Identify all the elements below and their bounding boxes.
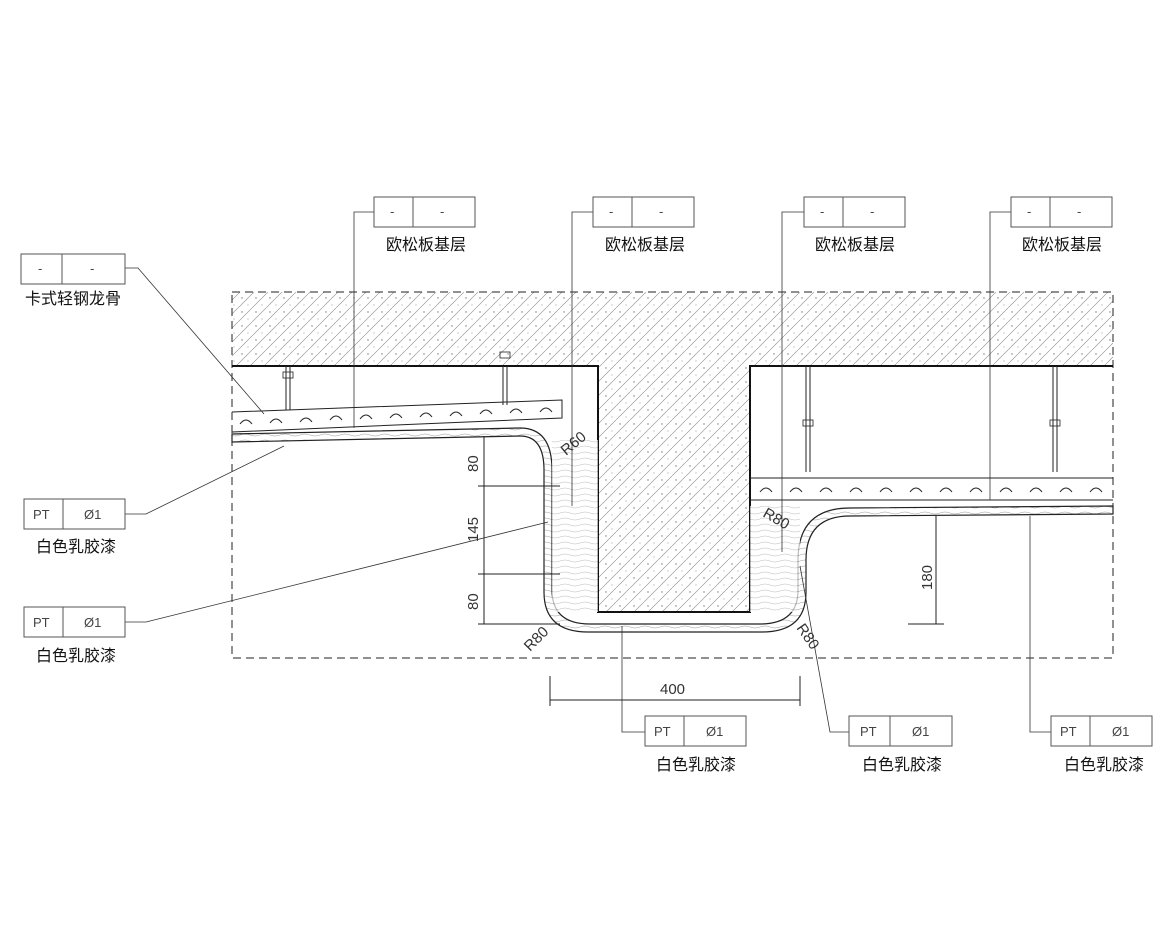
svg-text:白色乳胶漆: 白色乳胶漆 xyxy=(1064,755,1144,774)
svg-text:PT: PT xyxy=(1060,724,1077,739)
svg-text:-: - xyxy=(659,204,663,219)
dim-400: 400 xyxy=(660,681,685,698)
svg-text:PT: PT xyxy=(33,507,50,522)
svg-text:Ø1: Ø1 xyxy=(84,615,101,630)
svg-text:白色乳胶漆: 白色乳胶漆 xyxy=(862,755,942,774)
tag-paint-1: PT Ø1 白色乳胶漆 xyxy=(23,498,126,556)
svg-text:欧松板基层: 欧松板基层 xyxy=(605,235,685,254)
ceiling-board-left xyxy=(231,427,1114,633)
svg-text:Ø1: Ø1 xyxy=(912,724,929,739)
dim-145: 145 xyxy=(465,517,482,542)
concrete-slab xyxy=(231,291,1114,659)
svg-text:-: - xyxy=(820,204,824,219)
tag-paint-5: PT Ø1 白色乳胶漆 xyxy=(1050,715,1153,774)
tag-keel: - - 卡式轻钢龙骨 xyxy=(20,253,126,308)
svg-text:Ø1: Ø1 xyxy=(84,507,101,522)
tag-paint-4: PT Ø1 白色乳胶漆 xyxy=(848,715,953,774)
svg-text:-: - xyxy=(38,261,42,276)
svg-text:欧松板基层: 欧松板基层 xyxy=(815,235,895,254)
tag-osb-2: - - 欧松板基层 xyxy=(592,196,695,254)
svg-text:欧松板基层: 欧松板基层 xyxy=(1022,235,1102,254)
svg-text:Ø1: Ø1 xyxy=(1112,724,1129,739)
svg-text:Ø1: Ø1 xyxy=(706,724,723,739)
tag-paint-2: PT Ø1 白色乳胶漆 xyxy=(23,606,126,665)
keel-right xyxy=(750,477,1113,501)
dim-180: 180 xyxy=(919,565,936,590)
svg-text:-: - xyxy=(440,204,444,219)
svg-text:-: - xyxy=(1027,204,1031,219)
svg-text:PT: PT xyxy=(860,724,877,739)
tag-osb-4: - - 欧松板基层 xyxy=(1010,196,1113,254)
svg-text:欧松板基层: 欧松板基层 xyxy=(386,235,466,254)
hanger-rods-left xyxy=(282,351,511,410)
hanger-rods-right xyxy=(802,366,1061,472)
svg-text:白色乳胶漆: 白色乳胶漆 xyxy=(36,537,116,556)
svg-text:-: - xyxy=(609,204,613,219)
radius-left-bottom: R80 xyxy=(521,623,552,654)
dim-80-top: 80 xyxy=(465,455,482,472)
svg-text:-: - xyxy=(1077,204,1081,219)
leader-lines xyxy=(125,211,1051,733)
svg-text:白色乳胶漆: 白色乳胶漆 xyxy=(656,755,736,774)
svg-text:白色乳胶漆: 白色乳胶漆 xyxy=(36,646,116,665)
keel-left xyxy=(231,399,563,433)
svg-text:-: - xyxy=(870,204,874,219)
dimension-lines xyxy=(478,436,944,706)
svg-text:-: - xyxy=(390,204,394,219)
svg-text:-: - xyxy=(90,261,94,276)
dim-80-bottom: 80 xyxy=(465,593,482,610)
tag-osb-1: - - 欧松板基层 xyxy=(373,196,476,254)
tag-osb-3: - - 欧松板基层 xyxy=(803,196,906,254)
svg-text:PT: PT xyxy=(654,724,671,739)
svg-text:卡式轻钢龙骨: 卡式轻钢龙骨 xyxy=(25,289,121,308)
svg-text:PT: PT xyxy=(33,615,50,630)
radius-right-bottom: R80 xyxy=(793,621,823,653)
tag-paint-3: PT Ø1 白色乳胶漆 xyxy=(644,715,747,774)
